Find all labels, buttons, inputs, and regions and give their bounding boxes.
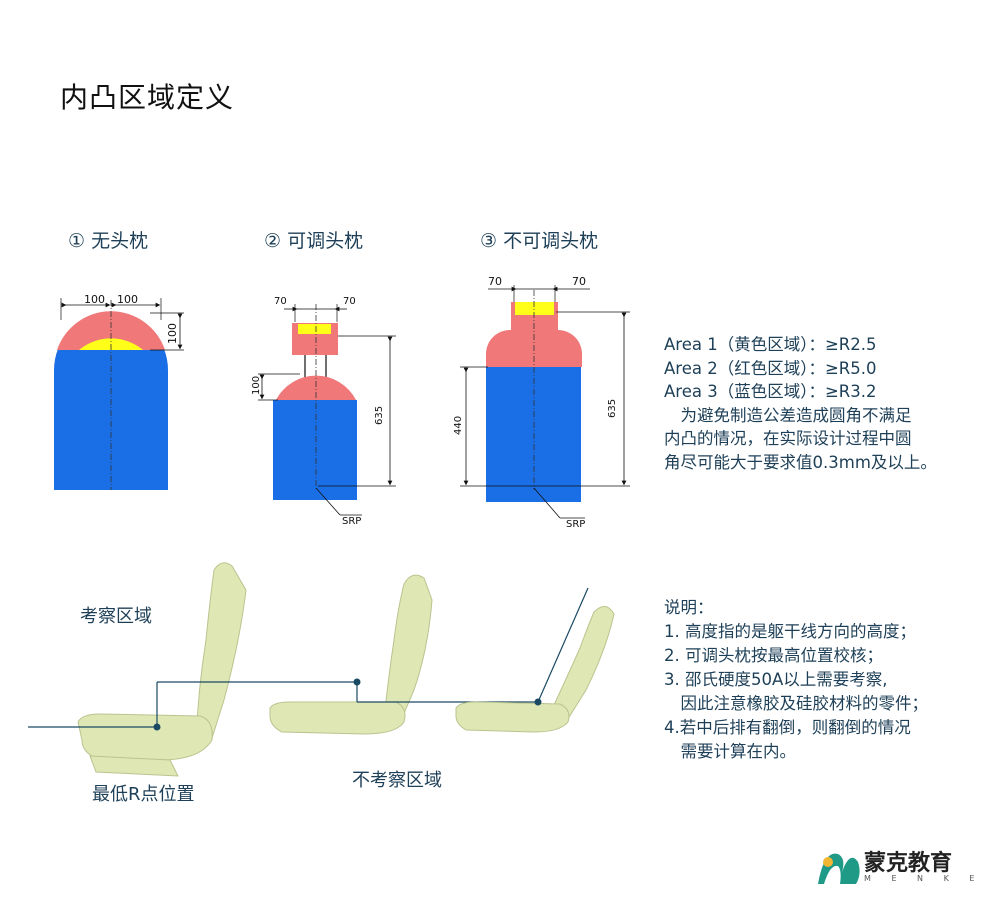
seat-reclined xyxy=(455,606,615,733)
trunk-line-reclined xyxy=(537,587,589,703)
page-title: 内凸区域定义 xyxy=(60,81,235,114)
dim-100-left: 100 xyxy=(84,293,105,306)
r-point-marker xyxy=(153,723,161,731)
srp-label-adjustable: SRP xyxy=(342,516,361,527)
dim-70-right: 70 xyxy=(343,296,356,307)
diagram-adjustable-headrest: 70 70 100 635 SRP xyxy=(251,296,396,527)
area2-red-region xyxy=(276,375,356,400)
case-label-no-headrest: ① 无头枕 xyxy=(68,230,149,252)
logo-subtext: M E N K E xyxy=(864,874,984,883)
headrest-yellow-region xyxy=(298,324,331,334)
remarks: 说明： 1. 高度指的是躯干线方向的高度； 2. 可调头枕按最高位置校核； 3.… xyxy=(664,596,928,764)
seat-upright xyxy=(269,574,433,735)
remark-line: 需要计算在内。 xyxy=(664,742,797,761)
label-lowest-r-point: 最低R点位置 xyxy=(92,784,195,805)
remark-line: 说明： xyxy=(664,598,714,617)
label-not-inspect-area: 不考察区域 xyxy=(352,770,442,791)
label-inspect-area: 考察区域 xyxy=(80,606,152,627)
legend-line: Area 1（黄色区域）：≥R2.5 xyxy=(664,335,877,354)
dim-70-left: 70 xyxy=(274,296,287,307)
menke-logo-icon xyxy=(818,853,860,884)
dim-635-fixed: 635 xyxy=(607,399,618,418)
area3-blue-region xyxy=(486,367,581,502)
remark-line: 4.若中后排有翻倒，则翻倒的情况 xyxy=(664,718,911,737)
diagram-no-headrest: 100 100 100 xyxy=(54,293,184,490)
legend-line: Area 2（红色区域）：≥R5.0 xyxy=(664,358,877,378)
dim-100-adjustable: 100 xyxy=(251,376,262,395)
legend-line: 为避免制造公差造成圆角不满足 xyxy=(664,405,912,425)
logo-text: 蒙克教育 xyxy=(864,850,953,876)
remark-line: 因此注意橡胶及硅胶材料的零件； xyxy=(664,694,929,713)
legend-line: 内凸的情况，在实际设计过程中圆 xyxy=(664,429,912,448)
dim-100-right: 100 xyxy=(117,293,138,306)
legend-line: 角尽可能大于要求值0.3mm及以上。 xyxy=(664,452,937,472)
seat-lowest-r-point xyxy=(77,562,247,777)
diagram-fixed-headrest: 70 70 440 635 SRP xyxy=(453,275,630,530)
dim-70-fixed-left: 70 xyxy=(488,275,502,288)
remark-line: 3. 邵氏硬度50A以上需要考察, xyxy=(664,670,888,689)
remark-line: 1. 高度指的是躯干线方向的高度； xyxy=(664,622,916,641)
legend-line: Area 3（蓝色区域）：≥R3.2 xyxy=(664,382,877,401)
area1-yellow-region xyxy=(515,302,554,315)
dim-440-fixed: 440 xyxy=(453,416,464,435)
srp-label-fixed: SRP xyxy=(566,519,585,530)
dim-635-adjustable: 635 xyxy=(374,406,385,425)
dim-100-height: 100 xyxy=(166,323,179,344)
remark-line: 2. 可调头枕按最高位置校核； xyxy=(664,646,883,665)
area-legend: Area 1（黄色区域）：≥R2.5 Area 2（红色区域）：≥R5.0 Ar… xyxy=(664,333,937,474)
case-label-fixed-headrest: ③ 不可调头枕 xyxy=(480,230,599,252)
dim-70-fixed-right: 70 xyxy=(572,275,586,288)
case-label-adjustable-headrest: ② 可调头枕 xyxy=(264,230,364,252)
area3-blue-region xyxy=(273,400,357,500)
